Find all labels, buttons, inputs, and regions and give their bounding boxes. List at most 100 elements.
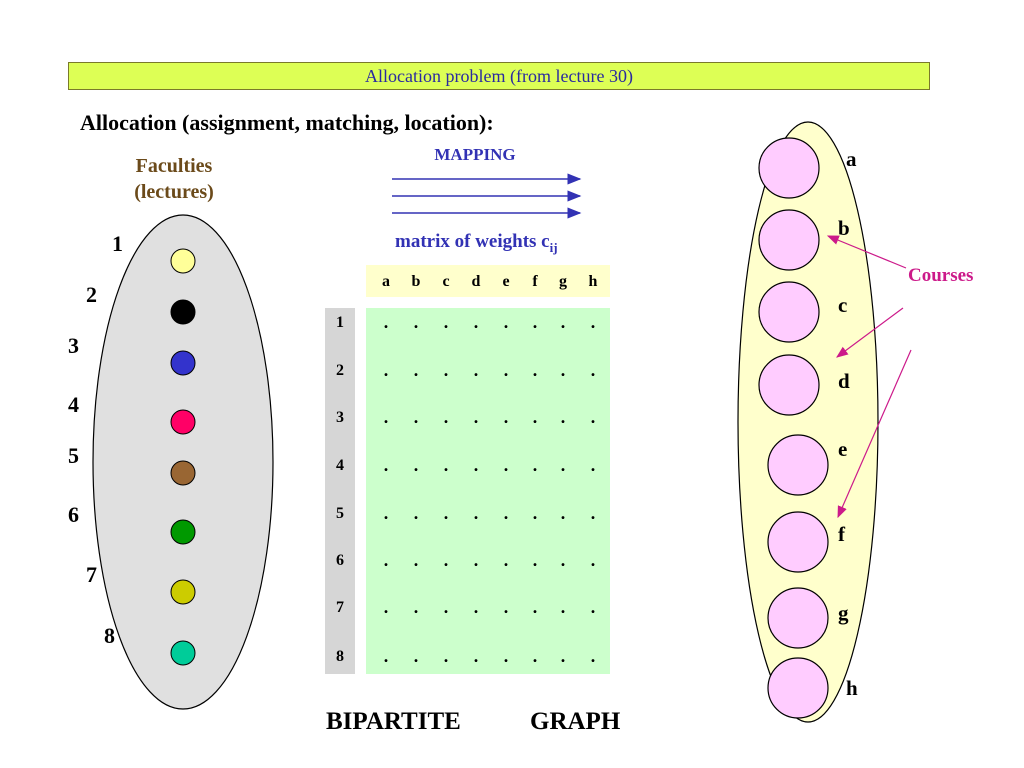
matrix-cell: . bbox=[560, 597, 566, 617]
matrix-cell: . bbox=[590, 597, 596, 617]
matrix-row-label: 5 bbox=[336, 505, 344, 522]
matrix-row-header bbox=[325, 308, 355, 674]
footer-word-bipartite: BIPARTITE bbox=[326, 708, 461, 735]
courses-label: Courses bbox=[908, 265, 974, 286]
matrix-row-label: 3 bbox=[336, 409, 344, 426]
matrix-cell: . bbox=[590, 312, 596, 332]
matrix-cell: . bbox=[443, 455, 449, 475]
matrix-cell: . bbox=[532, 312, 538, 332]
mapping-arrows bbox=[392, 173, 582, 219]
matrix-column-label: f bbox=[532, 273, 538, 290]
matrix-cell: . bbox=[473, 407, 479, 427]
courses-pointer-arrows bbox=[826, 235, 912, 519]
faculty-dot bbox=[170, 460, 196, 486]
faculty-dot bbox=[170, 519, 196, 545]
matrix-cell: . bbox=[560, 312, 566, 332]
matrix-cell: . bbox=[503, 312, 509, 332]
matrix-cell: . bbox=[532, 646, 538, 666]
weights-matrix bbox=[366, 308, 610, 674]
faculty-dot bbox=[170, 409, 196, 435]
matrix-cell: . bbox=[560, 646, 566, 666]
matrix-column-label: a bbox=[382, 273, 390, 290]
matrix-cell: . bbox=[560, 503, 566, 523]
matrix-cell: . bbox=[473, 597, 479, 617]
mapping-label: MAPPING bbox=[434, 145, 516, 164]
faculty-dot bbox=[170, 350, 196, 376]
course-letter: d bbox=[838, 369, 850, 393]
matrix-column-label: h bbox=[588, 273, 598, 290]
matrix-cell: . bbox=[560, 360, 566, 380]
course-letter: c bbox=[838, 293, 848, 317]
matrix-column-label: c bbox=[442, 273, 450, 290]
matrix-cell: . bbox=[443, 503, 449, 523]
faculty-number: 5 bbox=[68, 443, 79, 468]
matrix-cell: . bbox=[413, 597, 419, 617]
faculty-dot bbox=[170, 248, 196, 274]
matrix-cell: . bbox=[503, 646, 509, 666]
faculty-dot bbox=[170, 299, 196, 325]
section-heading: Allocation (assignment, matching, locati… bbox=[80, 110, 494, 135]
matrix-cell: . bbox=[413, 407, 419, 427]
matrix-column-label: b bbox=[411, 273, 421, 290]
matrix-cell: . bbox=[590, 407, 596, 427]
course-circle bbox=[767, 657, 829, 719]
faculty-number: 2 bbox=[86, 282, 97, 307]
matrix-cell: . bbox=[473, 312, 479, 332]
matrix-cell: . bbox=[503, 455, 509, 475]
matrix-cell: . bbox=[413, 455, 419, 475]
matrix-row-label: 1 bbox=[336, 314, 344, 331]
matrix-cell: . bbox=[532, 503, 538, 523]
matrix-cell: . bbox=[413, 646, 419, 666]
matrix-cell: . bbox=[532, 407, 538, 427]
faculty-number: 4 bbox=[68, 392, 79, 417]
matrix-cell: . bbox=[413, 550, 419, 570]
matrix-cell: . bbox=[383, 550, 389, 570]
matrix-cell: . bbox=[443, 407, 449, 427]
faculty-dots bbox=[170, 248, 196, 666]
course-circle bbox=[758, 354, 820, 416]
matrix-label-text: matrix of weights c bbox=[395, 231, 550, 252]
matrix-cell: . bbox=[503, 503, 509, 523]
faculties-label-line1: Faculties bbox=[135, 155, 213, 177]
matrix-cell: . bbox=[413, 360, 419, 380]
matrix-cell: . bbox=[473, 550, 479, 570]
course-letter: b bbox=[838, 216, 850, 240]
page-title: Allocation problem (from lecture 30) bbox=[68, 62, 930, 90]
matrix-column-label: d bbox=[471, 273, 481, 290]
matrix-cell: . bbox=[532, 597, 538, 617]
matrix-cell: . bbox=[560, 407, 566, 427]
faculty-number: 6 bbox=[68, 502, 79, 527]
matrix-cell: . bbox=[443, 312, 449, 332]
matrix-row-label: 6 bbox=[336, 552, 344, 569]
faculty-number: 8 bbox=[104, 623, 115, 648]
matrix-column-header bbox=[366, 265, 610, 297]
matrix-cell: . bbox=[443, 550, 449, 570]
matrix-cell: . bbox=[503, 550, 509, 570]
matrix-label-subscript: ij bbox=[549, 239, 558, 255]
course-letter: f bbox=[838, 522, 845, 546]
pointer-arrow-d bbox=[836, 307, 904, 358]
matrix-cell: . bbox=[503, 360, 509, 380]
matrix-cell: . bbox=[443, 646, 449, 666]
matrix-cell: . bbox=[590, 503, 596, 523]
matrix-cell: . bbox=[590, 550, 596, 570]
matrix-cell: . bbox=[383, 312, 389, 332]
faculties-label: Faculties (lectures) bbox=[110, 153, 238, 205]
matrix-cell: . bbox=[503, 407, 509, 427]
matrix-row-label: 7 bbox=[336, 599, 344, 616]
matrix-cell: . bbox=[413, 503, 419, 523]
matrix-cell: . bbox=[590, 455, 596, 475]
matrix-cell: . bbox=[532, 550, 538, 570]
matrix-cell: . bbox=[503, 597, 509, 617]
faculty-dot bbox=[170, 579, 196, 605]
courses-ellipse bbox=[737, 121, 879, 723]
course-circle bbox=[758, 209, 820, 271]
matrix-cell: . bbox=[473, 455, 479, 475]
matrix-cell: . bbox=[590, 360, 596, 380]
pointer-arrow-f bbox=[837, 349, 912, 519]
matrix-cell: . bbox=[532, 455, 538, 475]
matrix-cell: . bbox=[383, 360, 389, 380]
matrix-cell: . bbox=[560, 455, 566, 475]
footer-word-graph: GRAPH bbox=[530, 708, 621, 735]
